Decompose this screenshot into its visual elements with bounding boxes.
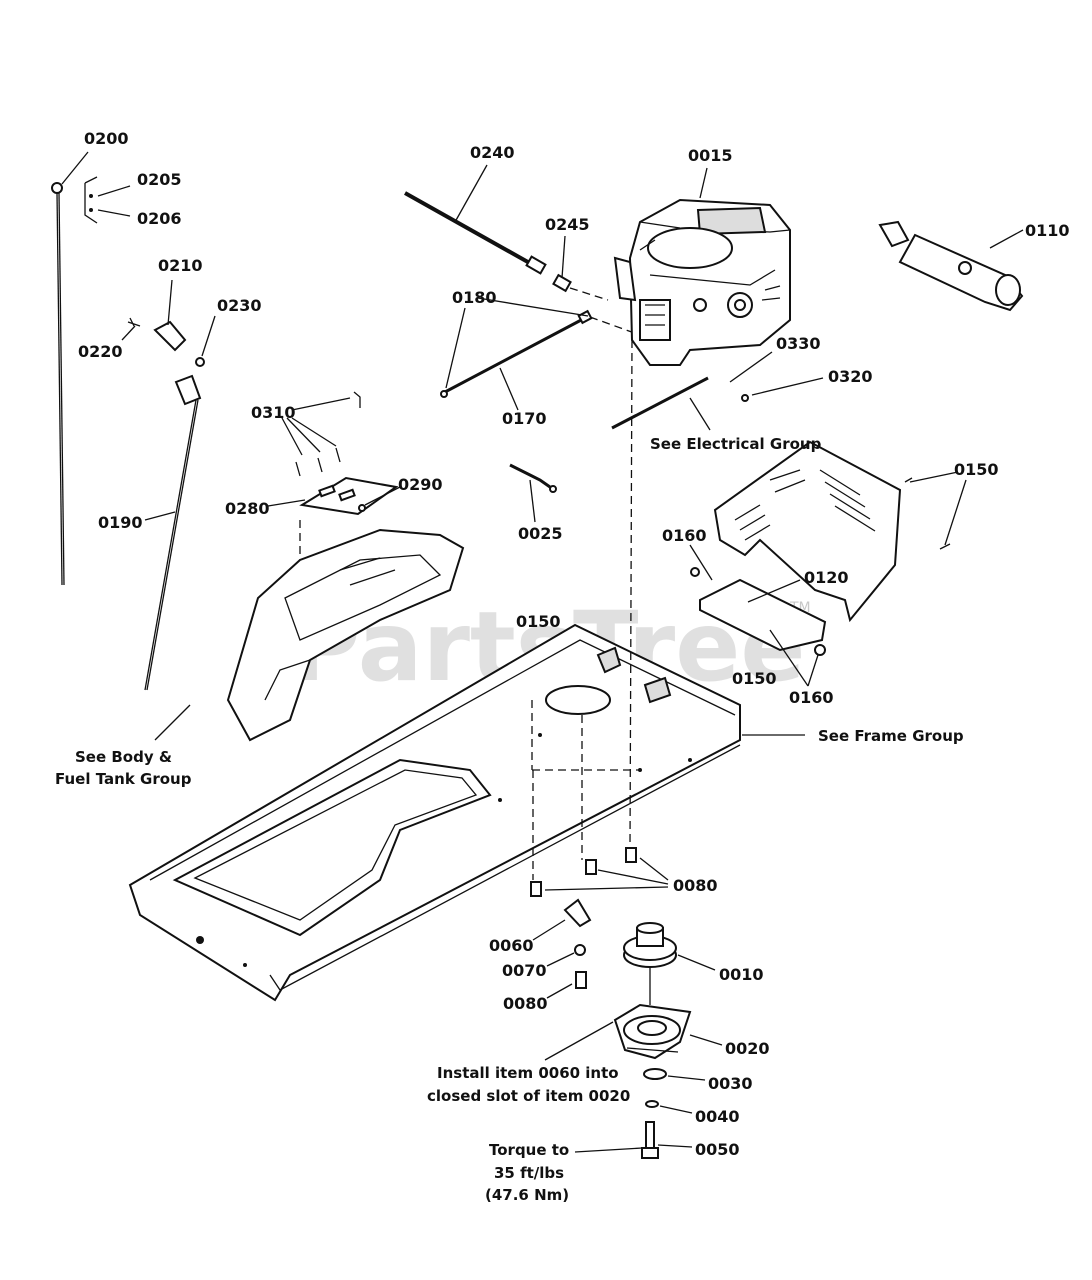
console-body-part <box>226 528 465 742</box>
callout-0320[interactable]: 0320 <box>828 367 873 386</box>
callout-0180[interactable]: 0180 <box>452 288 497 307</box>
callout-0290[interactable]: 0290 <box>398 475 443 494</box>
callout-0070[interactable]: 0070 <box>502 961 547 980</box>
electrical-cable-part <box>611 376 749 430</box>
callout-0150-lower[interactable]: 0150 <box>732 669 777 688</box>
callout-0160-lower[interactable]: 0160 <box>789 688 834 707</box>
callout-0110[interactable]: 0110 <box>1025 221 1070 240</box>
callout-0205[interactable]: 0205 <box>137 170 182 189</box>
callout-0160-upper[interactable]: 0160 <box>662 526 707 545</box>
lower-rod-part <box>440 309 593 398</box>
note-frame-group[interactable]: See Frame Group <box>818 727 964 745</box>
clutch-part <box>613 1003 692 1060</box>
callout-0040[interactable]: 0040 <box>695 1107 740 1126</box>
callout-0010[interactable]: 0010 <box>719 965 764 984</box>
callout-0025[interactable]: 0025 <box>518 524 563 543</box>
callout-0230[interactable]: 0230 <box>217 296 262 315</box>
callout-0240[interactable]: 0240 <box>470 143 515 162</box>
washer-0040-part <box>645 1100 659 1108</box>
callout-0210[interactable]: 0210 <box>158 256 203 275</box>
callout-0310[interactable]: 0310 <box>251 403 296 422</box>
nut-0160a-part <box>690 567 700 577</box>
dipstick-part <box>51 182 65 586</box>
engine-part <box>613 198 791 366</box>
dash-plate-part <box>299 476 399 516</box>
note-body-line1[interactable]: See Body & <box>75 748 172 766</box>
heat-shield-part <box>713 440 902 623</box>
bolt-0080b-part <box>575 971 587 989</box>
washer-0070-part <box>574 944 586 956</box>
nut-0160b-part <box>814 644 826 656</box>
callout-0280[interactable]: 0280 <box>225 499 270 518</box>
bolt-0080-part <box>530 847 637 897</box>
callout-0330[interactable]: 0330 <box>776 334 821 353</box>
callout-0015[interactable]: 0015 <box>688 146 733 165</box>
callout-0150-upper[interactable]: 0150 <box>954 460 999 479</box>
muffler-part <box>878 220 1024 312</box>
note-torque-line1: Torque to <box>489 1141 569 1159</box>
callout-0050[interactable]: 0050 <box>695 1140 740 1159</box>
callout-0170[interactable]: 0170 <box>502 409 547 428</box>
spring-part <box>509 463 557 493</box>
clip-0060-part <box>563 898 592 928</box>
note-torque-line3: (47.6 Nm) <box>485 1186 569 1204</box>
note-torque-line2: 35 ft/lbs <box>494 1164 564 1182</box>
callout-0060[interactable]: 0060 <box>489 936 534 955</box>
washer-0030-part <box>643 1068 667 1080</box>
callout-0020[interactable]: 0020 <box>725 1039 770 1058</box>
callout-0150-middle[interactable]: 0150 <box>516 612 561 631</box>
pulley-part <box>623 922 677 968</box>
callout-0030[interactable]: 0030 <box>708 1074 753 1093</box>
frame-part <box>128 623 741 1002</box>
callout-0200[interactable]: 0200 <box>84 129 129 148</box>
dipstick-bracket-part <box>84 176 98 224</box>
callout-0080-upper[interactable]: 0080 <box>673 876 718 895</box>
note-electrical-group[interactable]: See Electrical Group <box>650 435 822 453</box>
throttle-bracket-part <box>127 317 205 406</box>
callout-0220[interactable]: 0220 <box>78 342 123 361</box>
callout-0120[interactable]: 0120 <box>804 568 849 587</box>
note-body-line2[interactable]: Fuel Tank Group <box>55 770 192 788</box>
note-install-line1: Install item 0060 into <box>437 1064 619 1082</box>
screw-0310-part <box>295 391 361 477</box>
bracket-0120-part <box>699 578 827 652</box>
note-install-line2: closed slot of item 0020 <box>427 1087 630 1105</box>
brace-rod-part <box>404 191 572 293</box>
callout-0206[interactable]: 0206 <box>137 209 182 228</box>
callout-0190[interactable]: 0190 <box>98 513 143 532</box>
callout-0080-lower[interactable]: 0080 <box>503 994 548 1013</box>
bolt-0050-part <box>641 1121 659 1159</box>
callout-0245[interactable]: 0245 <box>545 215 590 234</box>
